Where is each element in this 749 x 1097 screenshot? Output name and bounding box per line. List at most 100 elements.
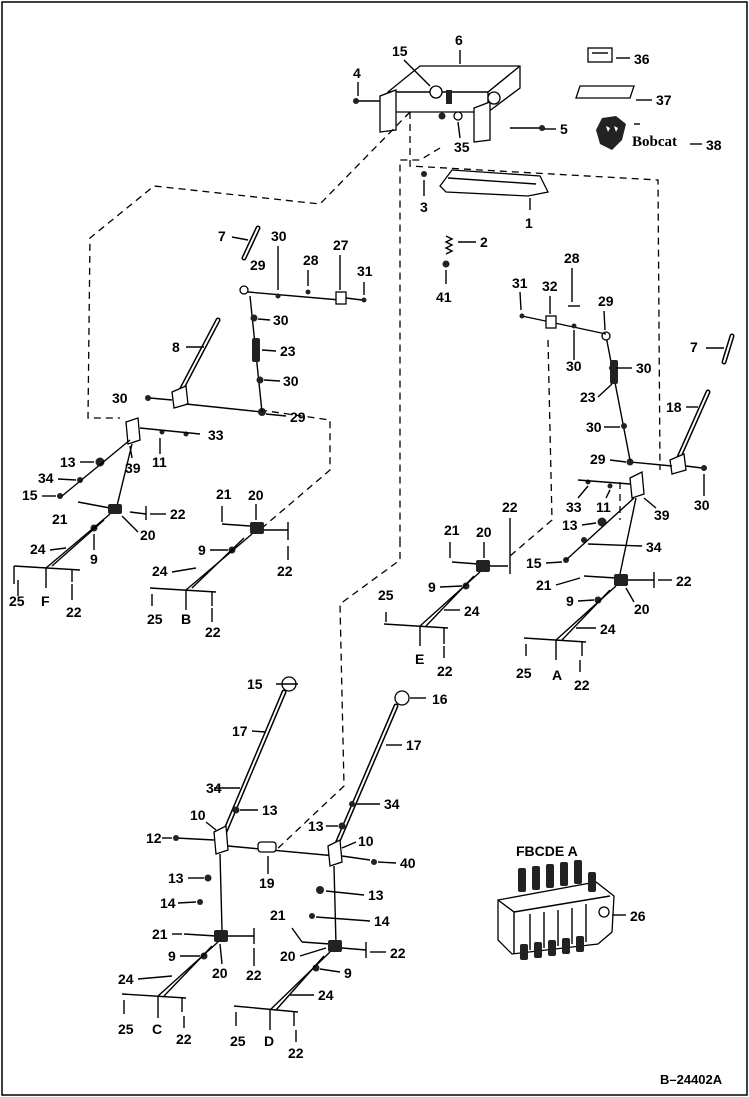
valve-port-E: E [415,651,424,667]
callout-41: 41 [436,289,452,305]
decal-37 [575,85,652,101]
callout-34: 34 [38,470,54,486]
callout-30-c: 30 [283,373,299,389]
callout-25-d: 25 [378,587,394,603]
callout-14-b: 14 [374,913,390,929]
callout-39-b: 39 [654,507,670,523]
callout-13-e: 13 [168,870,184,886]
callout-21: 21 [52,511,68,527]
callout-19: 19 [259,875,275,891]
callout-30-f: 30 [636,360,652,376]
lower-linkage-D [233,690,426,1042]
spring-2 [442,235,476,284]
callout-21-e: 21 [152,926,168,942]
callout-20-e: 20 [212,965,228,981]
callout-20-c: 20 [634,601,650,617]
callout-15-b: 15 [22,487,38,503]
callout-17-b: 17 [406,737,422,753]
callout-24-e: 24 [118,971,134,987]
callout-24: 24 [30,541,46,557]
callout-25-f: 25 [230,1033,246,1049]
callout-13-c: 13 [262,802,278,818]
valve-port-C: C [152,1021,162,1037]
callout-22-l: 22 [288,1045,304,1061]
callout-9-c: 9 [566,593,574,609]
callout-20-d: 20 [476,524,492,540]
bobcat-logo-text: Bobcat [632,134,677,150]
callout-25-b: 25 [147,611,163,627]
valve-port-B: B [181,611,191,627]
callout-29: 29 [250,257,266,273]
callout-35: 35 [454,139,470,155]
callout-1: 1 [525,215,533,231]
callout-23-b: 23 [580,389,596,405]
callout-22-d: 22 [205,624,221,640]
callout-31: 31 [357,263,373,279]
decal-36 [587,47,630,63]
control-valve-26 [497,860,626,960]
bobcat-logo-decal: Bobcat [596,116,702,150]
callout-30-e: 30 [566,358,582,374]
callout-34-b: 34 [646,539,662,555]
callout-15-d: 15 [247,676,263,692]
drawing-reference: B–24402A [660,1072,723,1087]
callout-31-b: 31 [512,275,528,291]
callout-22-k: 22 [176,1031,192,1047]
callout-4: 4 [353,65,361,81]
callout-33: 33 [208,427,224,443]
callout-16: 16 [432,691,448,707]
callout-15: 15 [392,43,408,59]
callout-30: 30 [271,228,287,244]
callout-20: 20 [140,527,156,543]
callout-22-g: 22 [502,499,518,515]
lower-linkage-C [121,676,337,1028]
callout-18: 18 [666,399,682,415]
callout-25-c: 25 [516,665,532,681]
callout-36: 36 [634,51,650,67]
callout-22-c: 22 [277,563,293,579]
callout-39: 39 [125,460,141,476]
callout-21-b: 21 [216,486,232,502]
callout-14: 14 [160,895,176,911]
link-E [383,518,511,658]
callout-15-c: 15 [526,555,542,571]
callout-5: 5 [560,121,568,137]
callout-28-b: 28 [564,250,580,266]
callout-7-right: 7 [690,339,698,355]
callout-6: 6 [455,32,463,48]
valve-section-labels: FBCDE A [516,843,578,859]
callout-34-d: 34 [384,796,400,812]
callout-32: 32 [542,278,558,294]
callout-9-d: 9 [428,579,436,595]
handle-grip-1 [421,169,549,210]
callout-22-e: 22 [676,573,692,589]
callout-26: 26 [630,908,646,924]
callout-13: 13 [60,454,76,470]
callout-9: 9 [90,551,98,567]
callout-22: 22 [170,506,186,522]
callout-40: 40 [400,855,416,871]
callout-29-d: 29 [590,451,606,467]
callout-17: 17 [232,723,248,739]
callout-30-d: 30 [112,390,128,406]
valve-port-A: A [552,667,562,683]
callout-24-f: 24 [318,987,334,1003]
callout-24-d: 24 [464,603,480,619]
callout-30-h: 30 [694,497,710,513]
callout-8: 8 [172,339,180,355]
callout-10: 10 [190,807,206,823]
callout-28: 28 [303,252,319,268]
callout-12: 12 [146,830,162,846]
callout-13-d: 13 [308,818,324,834]
callout-20-b: 20 [248,487,264,503]
callout-30-b: 30 [273,312,289,328]
callout-37: 37 [656,92,672,108]
callout-13-b: 13 [562,517,578,533]
callout-24-c: 24 [600,621,616,637]
callout-22-i: 22 [246,967,262,983]
callout-29-c: 29 [598,293,614,309]
callout-22-h: 22 [437,663,453,679]
link-B [149,506,289,622]
callout-2: 2 [480,234,488,250]
callout-20-f: 20 [280,948,296,964]
